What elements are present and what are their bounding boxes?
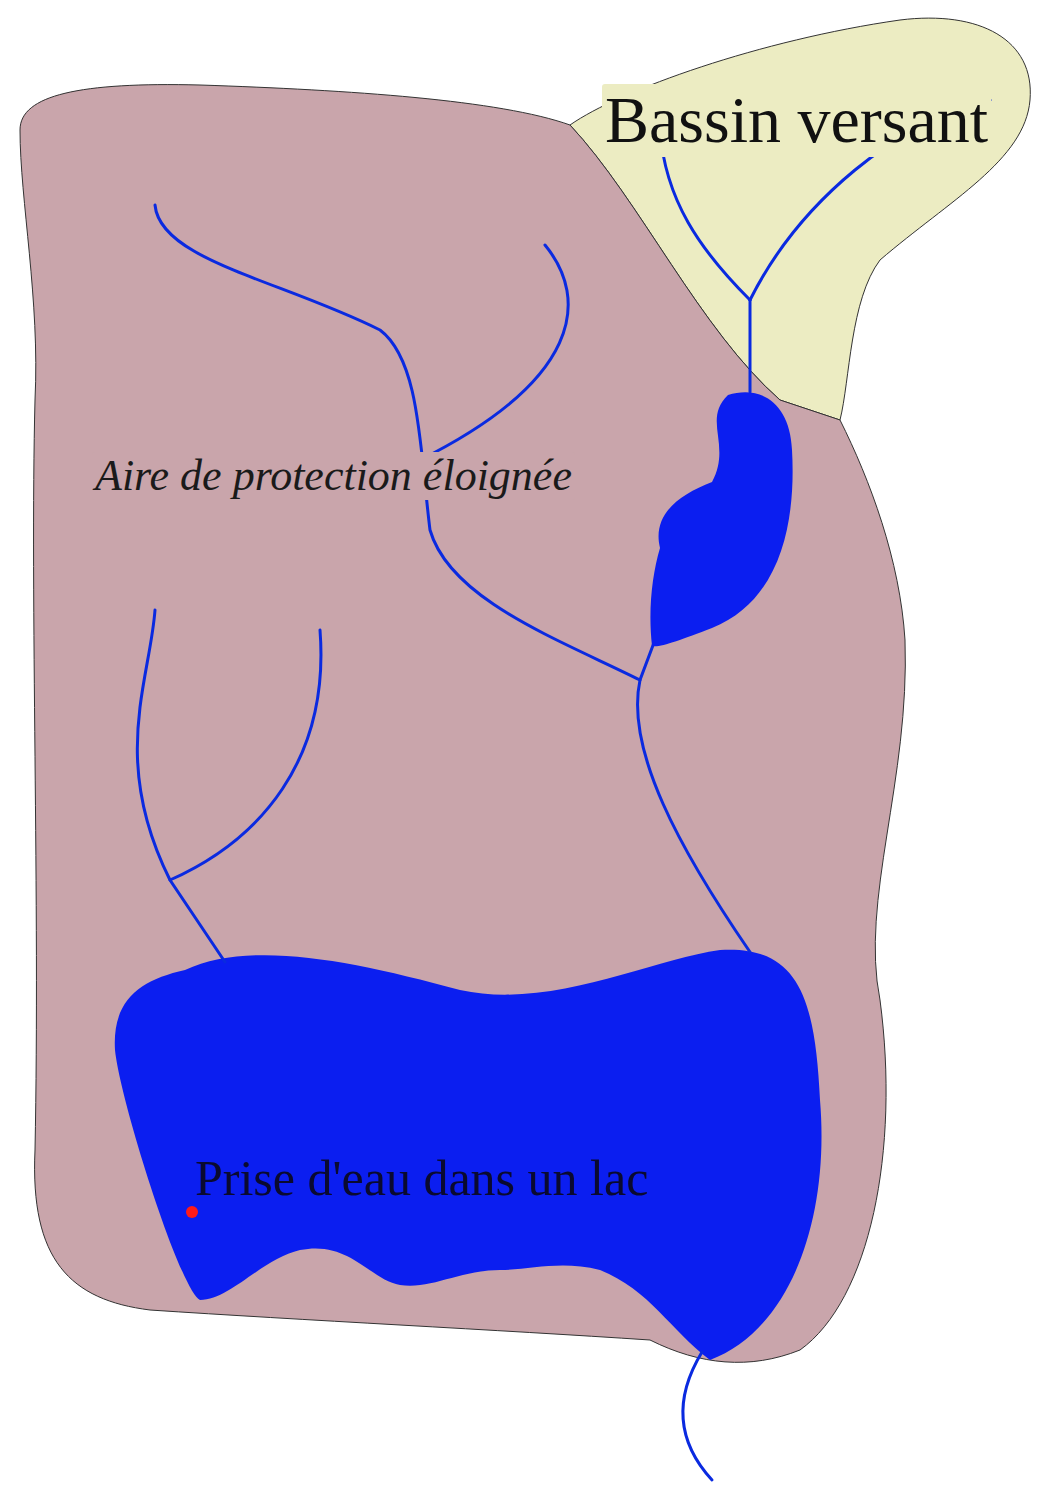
- river: [170, 630, 321, 880]
- remote-protection-area-shape: [20, 85, 905, 1363]
- lake: Prise d'eau dans un lac: [110, 940, 825, 1365]
- river: [420, 245, 568, 460]
- river: [683, 1352, 712, 1480]
- remote-protection-area: Aire de protection éloignéePrise d'eau d…: [15, 80, 915, 1375]
- river: [749, 300, 752, 392]
- catchment-area: Bassin versant: [560, 10, 1039, 435]
- catchment-area-shape: [570, 18, 1030, 420]
- region-label: Aire de protection éloignée: [92, 452, 575, 500]
- river: [137, 610, 225, 962]
- water-intake-point: [186, 1206, 198, 1218]
- lake-shape: [115, 950, 822, 1360]
- river: [660, 130, 750, 300]
- catchment-area-outline: [560, 10, 1039, 435]
- river: [155, 205, 640, 680]
- river: [638, 640, 750, 952]
- small-lake: [650, 392, 792, 646]
- river: [750, 100, 990, 300]
- region-label: Bassin versant: [602, 84, 991, 157]
- region-label: Prise d'eau dans un lac: [192, 1151, 651, 1206]
